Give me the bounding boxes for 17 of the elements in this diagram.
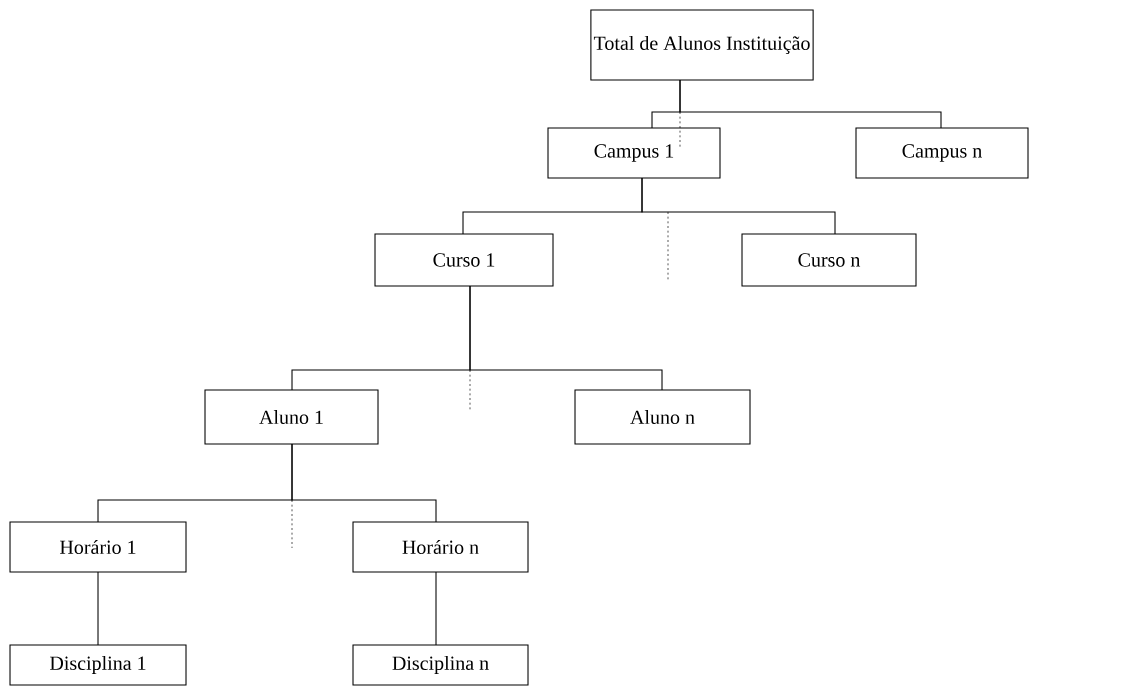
tree-box: Horário n (352, 521, 529, 573)
tree-box: Disciplina 1 (9, 644, 187, 686)
connector-line (679, 79, 942, 129)
tree-box: Campus n (855, 127, 1029, 179)
tree-box: Curso n (741, 233, 917, 287)
connector-line (291, 443, 437, 523)
tree-box: Disciplina n (352, 644, 529, 686)
connector-line (469, 285, 663, 391)
tree-box: Aluno n (574, 389, 751, 445)
connector-line (641, 177, 836, 235)
connector-line (97, 571, 99, 646)
connector-line (435, 571, 437, 646)
tree-box: Campus 1 (547, 127, 721, 179)
tree-box: Horário 1 (9, 521, 187, 573)
tree-box: Total de Alunos Instituição (590, 9, 814, 81)
tree-box: Aluno 1 (204, 389, 379, 445)
tree-box: Curso 1 (374, 233, 554, 287)
